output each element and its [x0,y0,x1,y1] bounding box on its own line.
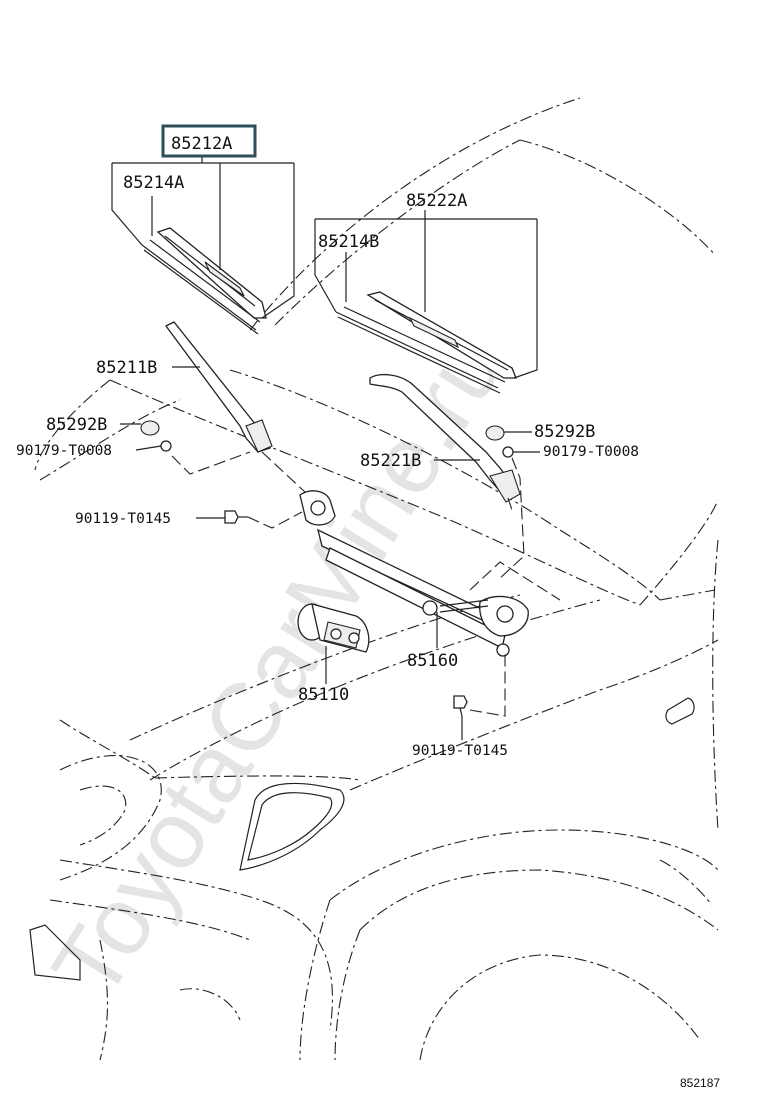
label-85212A[interactable]: 85212A [171,134,232,154]
label-85160[interactable]: 85160 [407,651,458,671]
label-85214B[interactable]: 85214B [318,232,379,252]
label-90179-T0008-right[interactable]: 90179-T0008 [543,444,639,460]
wiper-motor [297,603,370,653]
label-85292B-right[interactable]: 85292B [534,422,595,442]
wiper-blade-left [141,227,267,335]
wiper-arm-right [369,373,521,503]
label-85110[interactable]: 85110 [298,685,349,705]
bolt-top [224,510,248,524]
label-85214A[interactable]: 85214A [123,173,184,193]
cap-left [140,420,172,452]
label-90119-T0145-top[interactable]: 90119-T0145 [75,511,171,527]
car-body-outline [29,97,719,1061]
bolt-bottom [453,695,468,717]
cap-right [485,425,514,458]
label-90179-T0008-left[interactable]: 90179-T0008 [16,443,112,459]
wiper-link-assembly [299,490,529,657]
wiper-blade-right [335,291,517,394]
highlight-box [161,124,257,158]
label-90119-T0145-bottom[interactable]: 90119-T0145 [412,743,508,759]
label-85222A[interactable]: 85222A [406,191,467,211]
label-85221B[interactable]: 85221B [360,451,421,471]
wiper-arm-left [165,321,273,453]
leader-lines [111,156,540,740]
assembly-guides [171,451,561,717]
diagram-id: 852187 [680,1076,720,1090]
label-85211B[interactable]: 85211B [96,358,157,378]
label-85292B-left[interactable]: 85292B [46,415,107,435]
